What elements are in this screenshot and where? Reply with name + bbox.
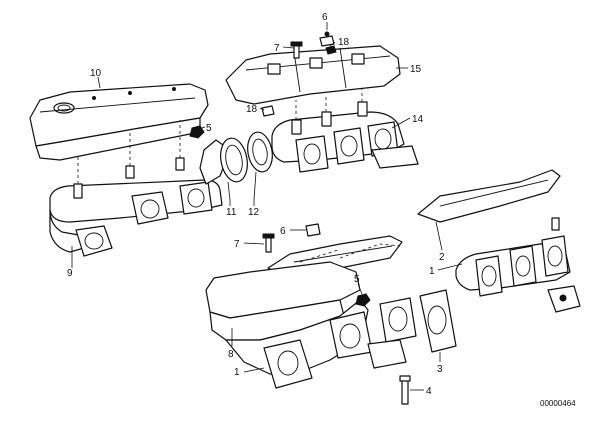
callout-6-lower: 6 — [280, 226, 286, 237]
gasket-ring-12 — [247, 131, 273, 201]
gasket-ring-11 — [220, 137, 248, 201]
callouts: 10 5 9 11 12 7 6 18 15 18 14 2 1 7 6 5 8… — [67, 12, 576, 408]
callout-15: 15 — [410, 64, 422, 75]
nut-lower — [355, 293, 371, 307]
callout-3: 3 — [437, 364, 443, 375]
nut-left — [189, 125, 205, 139]
callout-9: 9 — [67, 268, 73, 279]
clip-mid — [261, 105, 275, 117]
callout-14: 14 — [412, 114, 424, 125]
leader-lines — [71, 22, 463, 391]
bolt-top — [290, 41, 303, 59]
heat-shield-left — [29, 83, 209, 161]
heat-shield-small — [417, 169, 561, 223]
callout-11: 11 — [226, 207, 237, 218]
callout-18-top: 18 — [338, 37, 350, 48]
clip-top — [325, 45, 337, 55]
bolt-bottom — [399, 375, 411, 405]
gasket-lower — [419, 289, 457, 353]
callout-18-mid: 18 — [246, 104, 258, 115]
cap-top — [319, 31, 335, 47]
callout-5-left: 5 — [206, 123, 212, 134]
bolt-lower — [262, 233, 275, 253]
callout-8: 8 — [228, 349, 234, 360]
callout-7-lower: 7 — [234, 239, 240, 250]
callout-1-lower: 1 — [234, 367, 240, 378]
heat-shield-right — [225, 45, 401, 105]
manifold-lower — [205, 243, 417, 389]
callout-7-top: 7 — [274, 43, 280, 54]
callout-1-right: 1 — [429, 266, 435, 277]
callout-4: 4 — [426, 386, 432, 397]
callout-5-lower: 5 — [354, 274, 360, 285]
callout-2: 2 — [439, 252, 445, 263]
manifold-left — [49, 120, 231, 257]
manifold-small — [455, 217, 581, 313]
manifold-right — [271, 88, 419, 173]
callout-12: 12 — [248, 207, 260, 218]
callout-10: 10 — [90, 68, 102, 79]
document-code: 00000464 — [540, 399, 576, 408]
callout-6-top: 6 — [322, 12, 328, 23]
clip-lower — [305, 223, 321, 237]
